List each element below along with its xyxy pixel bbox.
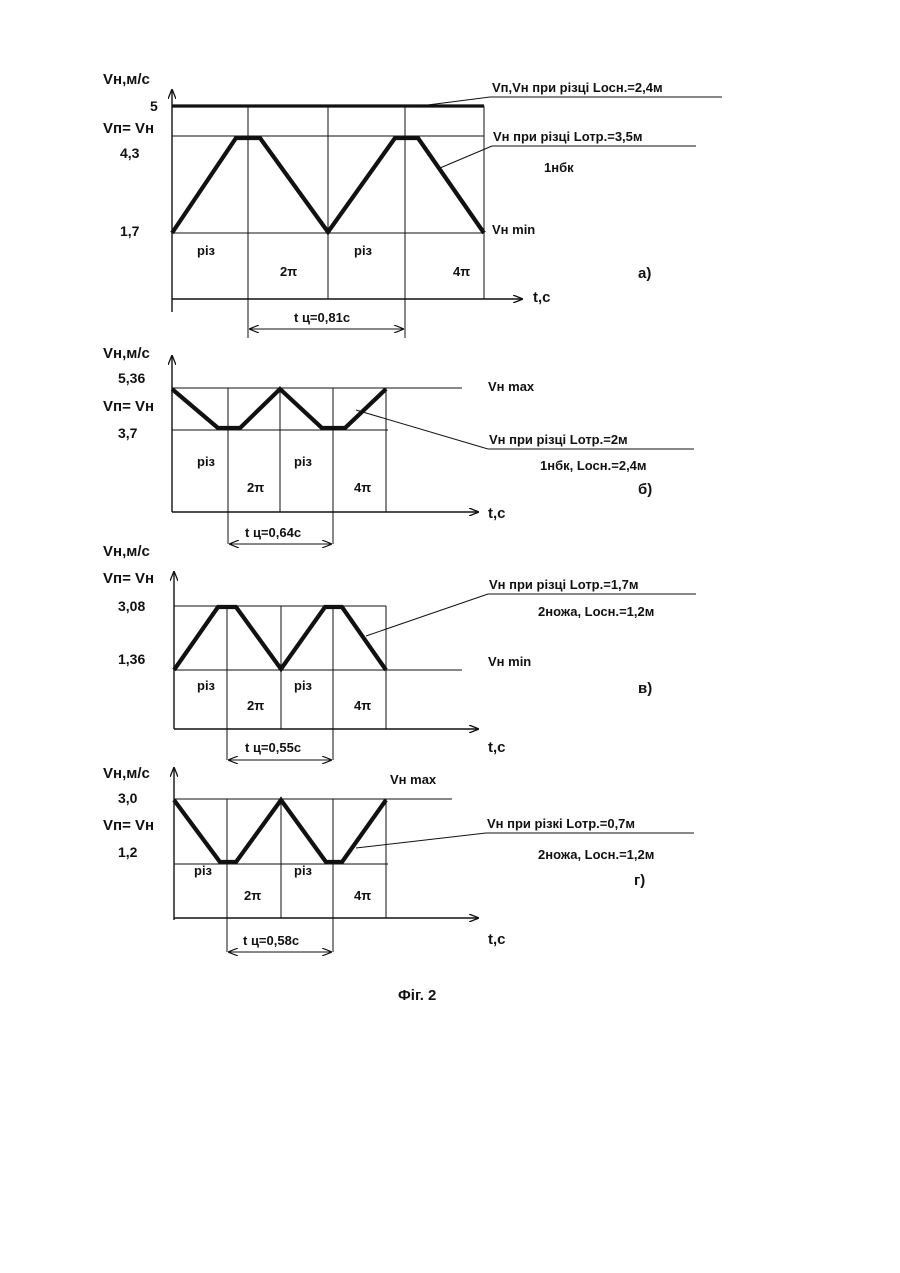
panel-d-cut-1: різ [194,863,213,878]
panel-a-4pi: 4π [453,264,470,279]
panel-a-ytick-1-7: 1,7 [120,223,140,239]
figure-caption: Фіг. 2 [398,987,436,1004]
panel-d-ytick-3-0: 3,0 [118,790,138,806]
panel-a-t-label: t,c [533,289,551,306]
panel-d-ytick-1-2: 1,2 [118,844,138,860]
panel-c-ytick-1-36: 1,36 [118,651,145,667]
panel-c-tag: в) [638,680,652,697]
panel-a-annot-top: Vп,Vн при різці Lосн.=2,4м [492,80,663,95]
panel-b-cycle-label: t ц=0,64с [245,525,301,540]
panel-d-y-title: Vн,м/с [103,765,150,782]
panel-a-y-title: Vн,м/с [103,71,150,88]
panel-b-vp-label: Vп= Vн [103,398,154,415]
panel-b-annot-mid-sub: 1нбк, Lосн.=2,4м [540,458,647,473]
panel-d-cycle-label: t ц=0,58с [243,933,299,948]
panel-b: Vн,м/с 5,36 Vп= Vн 3,7 Vн max Vн при різ… [103,345,694,544]
panel-a-tag: а) [638,265,651,282]
panel-c: Vн,м/с Vп= Vн 3,08 1,36 Vн при різці Lот… [103,543,696,760]
panel-d-cut-2: різ [294,863,313,878]
panel-c-vp-label: Vп= Vн [103,570,154,587]
panel-b-annot-mid: Vн при різці Lотр.=2м [489,432,628,447]
panel-d-t-label: t,c [488,931,506,948]
panel-b-annot-max: Vн max [488,379,535,394]
panel-a-2pi: 2π [280,264,297,279]
panel-c-annot-mid: Vн при різці Lотр.=1,7м [489,577,639,592]
panel-c-y-title: Vн,м/с [103,543,150,560]
panel-b-ytick-5-36: 5,36 [118,370,145,386]
panel-d-annot-mid-sub: 2ножа, Lосн.=1,2м [538,847,654,862]
panel-c-ytick-3-08: 3,08 [118,598,145,614]
panel-d: Vн,м/с 3,0 Vп= Vн 1,2 Vн max Vн при різк… [103,765,694,952]
panel-b-speed-waveform [172,389,386,428]
panel-d-2pi: 2π [244,888,261,903]
panel-c-4pi: 4π [354,698,371,713]
panel-d-tag: г) [634,872,645,889]
panel-c-speed-waveform [174,607,386,670]
panel-a: Vн,м/с 5 Vп= Vн 4,3 1,7 Vп,Vн при різці … [103,71,722,338]
panel-a-annot-mid-sub: 1нбк [544,160,574,175]
panel-c-annot-mid-sub: 2ножа, Lосн.=1,2м [538,604,654,619]
panel-c-t-label: t,c [488,739,506,756]
panel-c-cycle-label: t ц=0,55с [245,740,301,755]
panel-c-leader-mid [366,594,488,636]
panel-c-cut-1: різ [197,678,216,693]
panel-d-leader-mid [356,833,486,848]
panel-b-tag: б) [638,481,652,498]
panel-d-4pi: 4π [354,888,371,903]
panel-a-ytick-4-3: 4,3 [120,145,140,161]
panel-d-annot-max: Vн max [390,772,437,787]
panel-a-ytick-5: 5 [150,98,158,114]
panel-c-annot-min: Vн min [488,654,531,669]
panel-a-annot-mid: Vн при різці Lотр.=3,5м [493,129,643,144]
panel-b-cut-2: різ [294,454,313,469]
panel-d-annot-mid: Vн при різкі Lотр.=0,7м [487,816,635,831]
panel-a-vp-label: Vп= Vн [103,120,154,137]
panel-b-2pi: 2π [247,480,264,495]
panel-a-cycle-label: t ц=0,81с [294,310,350,325]
panel-d-vp-label: Vп= Vн [103,817,154,834]
panel-b-y-title: Vн,м/с [103,345,150,362]
panel-b-t-label: t,c [488,505,506,522]
panel-b-cut-1: різ [197,454,216,469]
panel-d-speed-waveform [174,800,386,862]
panel-b-ytick-3-7: 3,7 [118,425,138,441]
panel-a-cut-2: різ [354,243,373,258]
panel-c-cut-2: різ [294,678,313,693]
panel-b-4pi: 4π [354,480,371,495]
panel-a-cut-1: різ [197,243,216,258]
panel-a-annot-min: Vн min [492,222,535,237]
panel-c-2pi: 2π [247,698,264,713]
